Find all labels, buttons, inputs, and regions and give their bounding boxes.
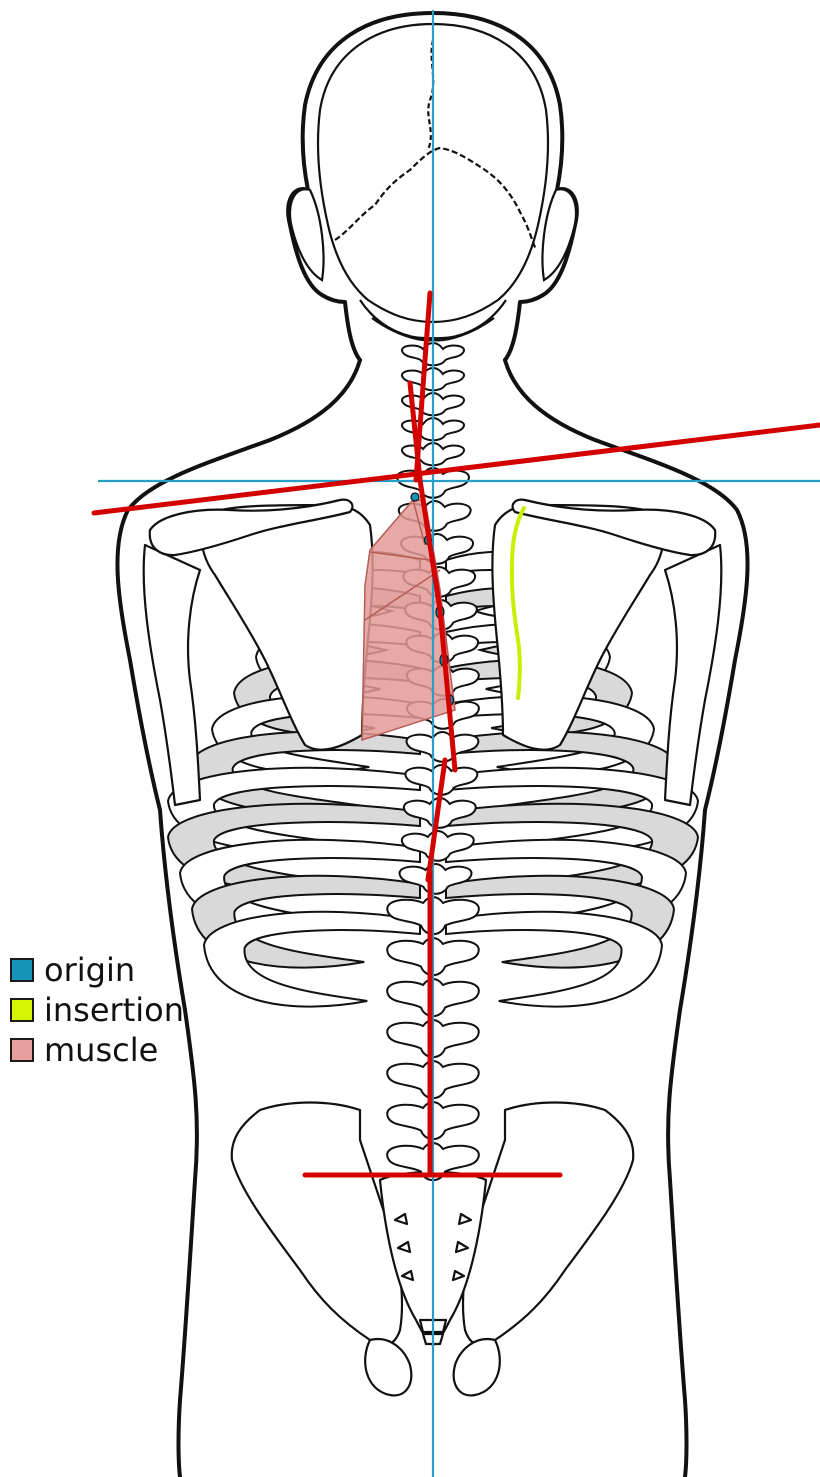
legend-item-origin: origin — [10, 950, 184, 990]
muscle-swatch — [10, 1038, 34, 1062]
legend-item-insertion: insertion — [10, 990, 184, 1030]
legend-item-muscle: muscle — [10, 1030, 184, 1070]
shoulder-tilt-line — [94, 425, 820, 513]
legend-label: origin — [44, 954, 135, 986]
legend-label: insertion — [44, 994, 184, 1026]
origin-swatch — [10, 958, 34, 982]
legend: origin insertion muscle — [10, 950, 184, 1070]
legend-label: muscle — [44, 1034, 158, 1066]
vertebra — [406, 732, 478, 762]
insertion-swatch — [10, 998, 34, 1022]
